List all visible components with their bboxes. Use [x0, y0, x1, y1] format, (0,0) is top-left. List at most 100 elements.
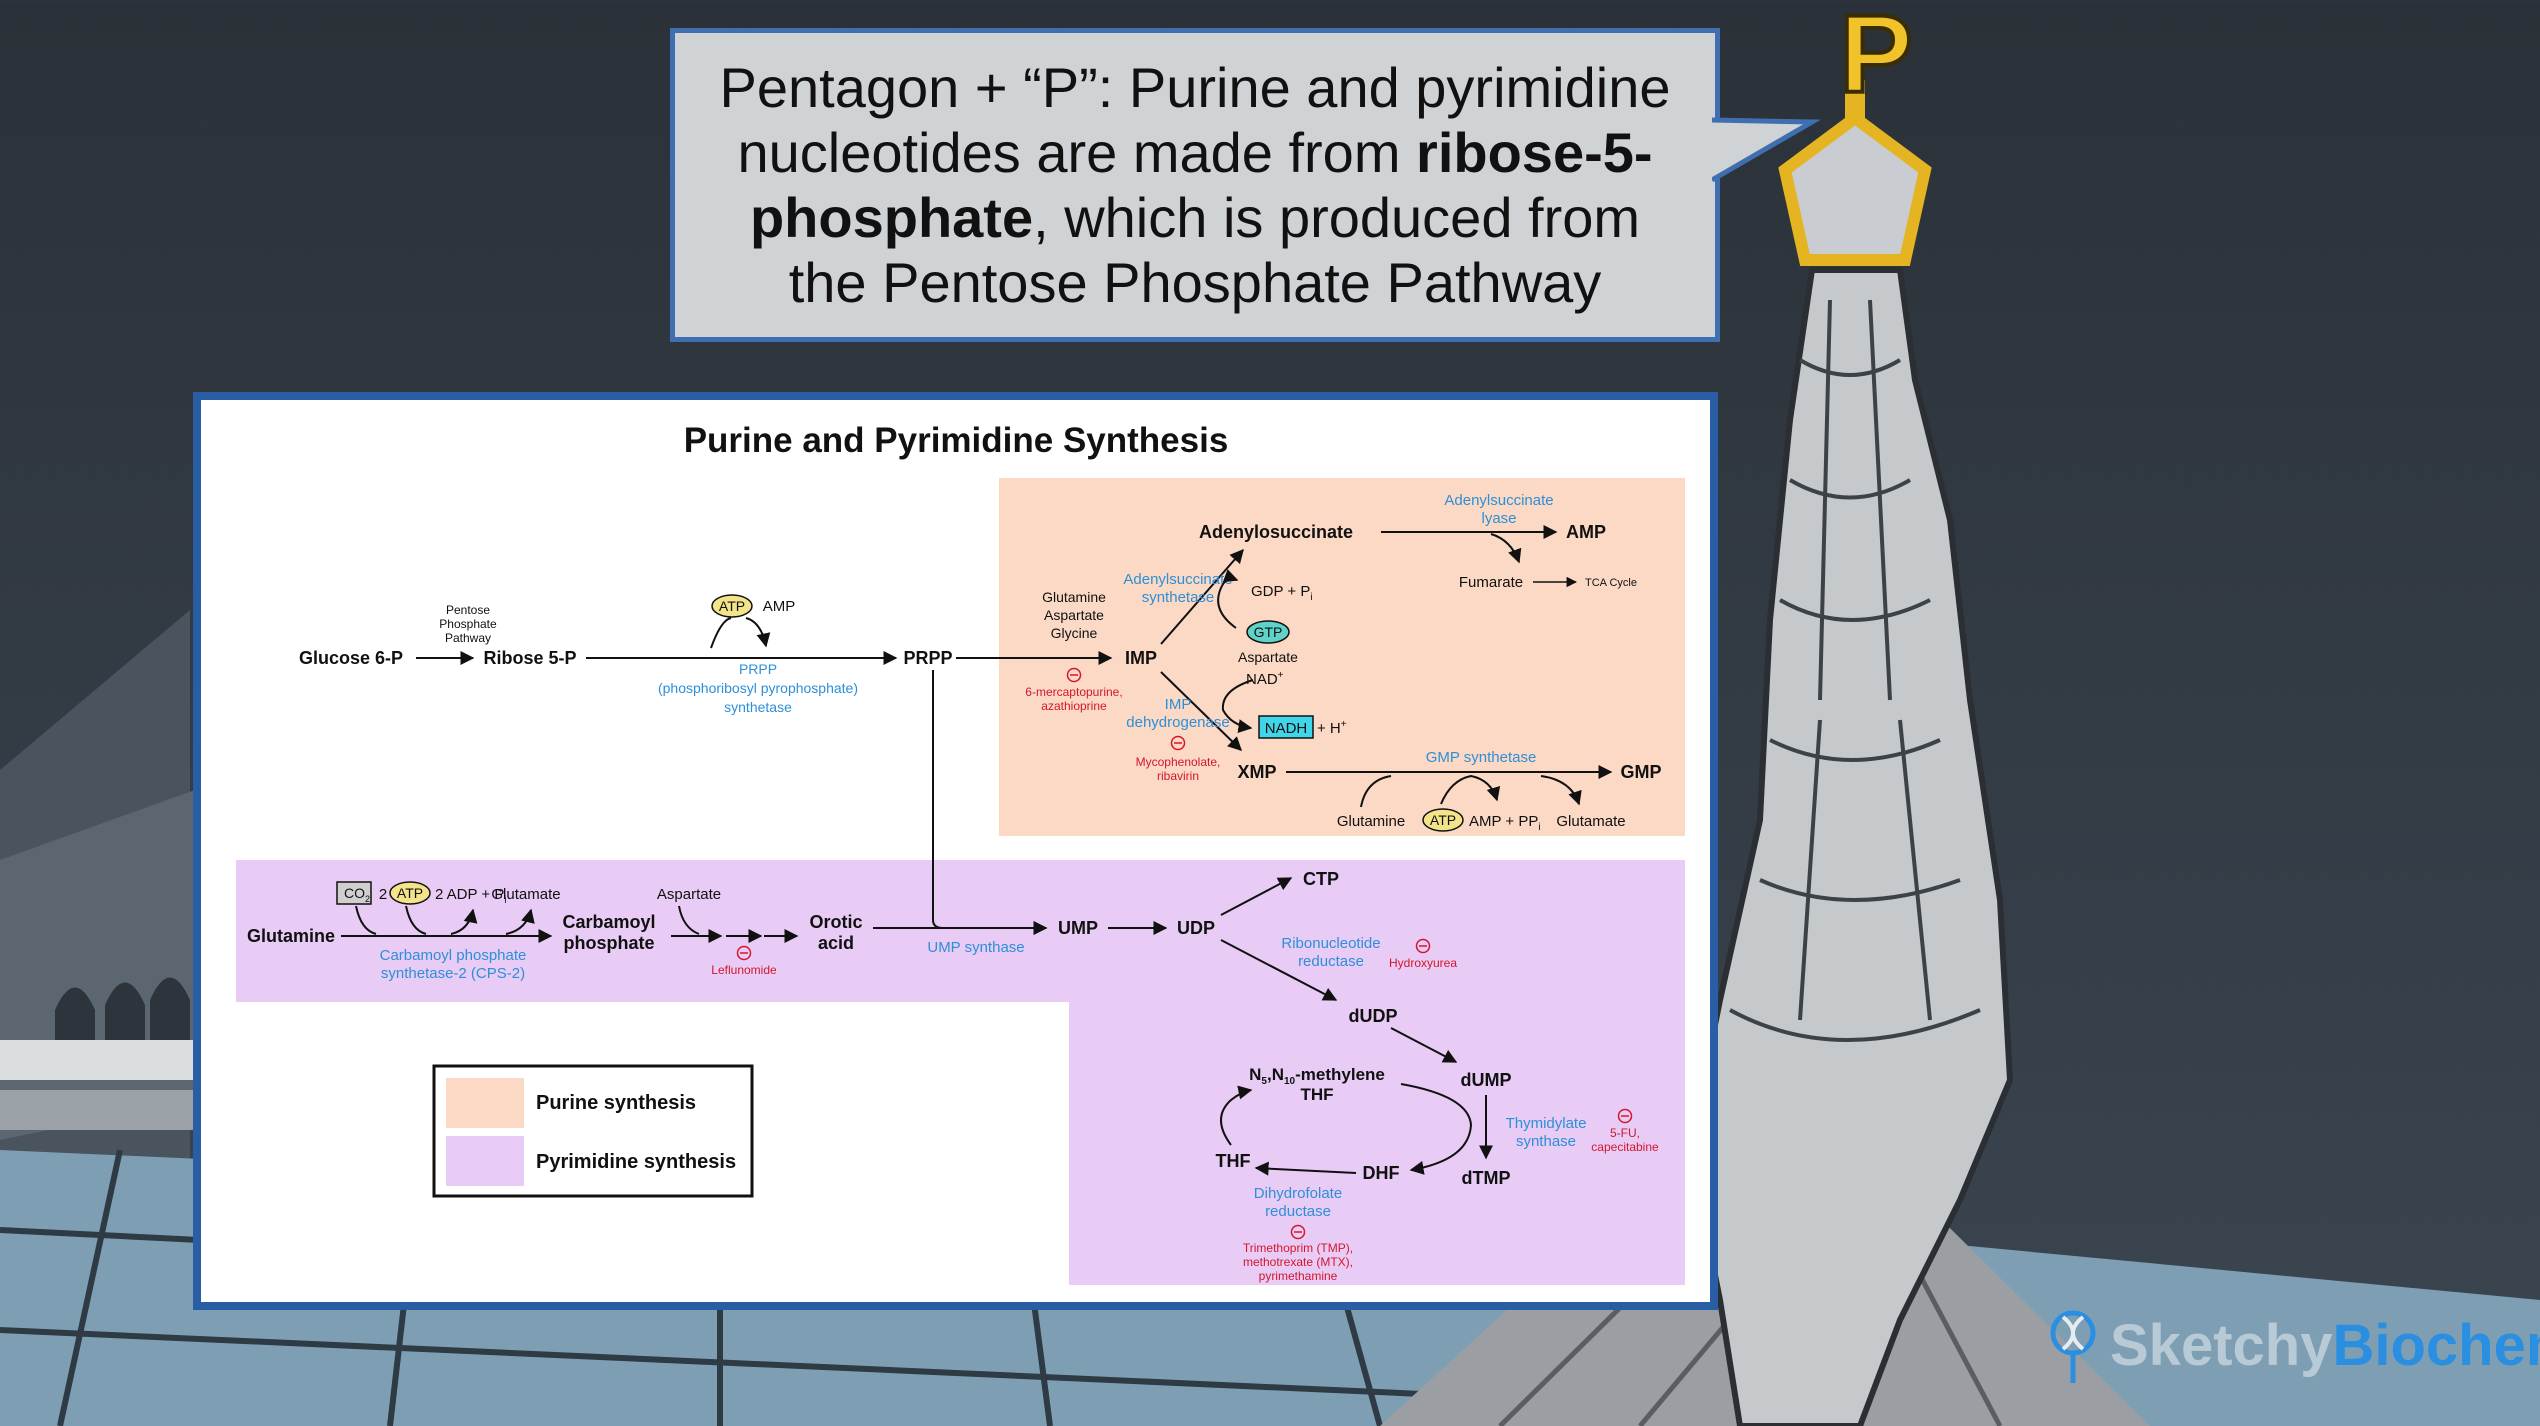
callout-line-1: Pentagon + “P”: Purine and pyrimidine [719, 56, 1671, 119]
dhfr-inhibitor-line-3: pyrimethamine [1259, 1269, 1338, 1283]
adp-curve [450, 908, 478, 935]
imp-dehydrogenase-line-2: dehydrogenase [1126, 714, 1229, 731]
glucose-6p-label: Glucose 6-P [299, 648, 403, 668]
orotic-line-2: acid [818, 933, 854, 953]
dhfr-line-1: Dihydrofolate [1254, 1185, 1342, 1202]
legend: Purine synthesis Pyrimidine synthesis [432, 1064, 754, 1198]
callout-line-2b: ribose-5- [1416, 121, 1653, 184]
atp-top-label: ATP [719, 598, 745, 614]
nad-curve [1221, 679, 1254, 734]
carbamoyl-line-1: Carbamoyl [562, 912, 655, 932]
atp-curve-in [710, 617, 732, 649]
hydroxyurea-label: Hydroxyurea [1389, 956, 1457, 970]
gmp-glutamate-label: Glutamate [1556, 813, 1625, 830]
orotic-line-1: Orotic [809, 912, 862, 932]
adp-pi-label: 2 ADP + Pi [435, 886, 507, 906]
adenylosuccinate-label: Adenylosuccinate [1199, 522, 1353, 542]
left-ledge-band [0, 1090, 200, 1130]
h-plus-label: + H+ [1317, 719, 1347, 737]
ump-synthase-label: UMP synthase [927, 939, 1024, 956]
ctp-label: CTP [1303, 869, 1339, 889]
callout-line-2a: nucleotides are made from [737, 121, 1417, 184]
udp-label: UDP [1177, 918, 1215, 938]
purine-input-aspartate: Aspartate [1044, 607, 1104, 623]
legend-purine-label: Purine synthesis [536, 1092, 696, 1114]
purine-input-glutamine: Glutamine [1042, 589, 1106, 605]
gmp-glutamine-label: Glutamine [1337, 813, 1405, 830]
tower-spire [1686, 267, 2014, 1426]
gmp-synthetase-label: GMP synthetase [1426, 749, 1537, 766]
nad-label: NAD+ [1246, 670, 1284, 688]
adenylosuccinate-lyase-line-1: Adenylsuccinate [1444, 492, 1553, 509]
ts-line-1: Thymidylate [1506, 1115, 1587, 1132]
arrow-thf-methylene [1220, 1085, 1253, 1146]
nadh-badge [1258, 715, 1314, 739]
cps2-line-2: synthetase-2 (CPS-2) [381, 965, 525, 982]
carbamoyl-line-2: phosphate [563, 933, 654, 953]
diagram-title: Purine and Pyrimidine Synthesis [684, 421, 1229, 460]
gmp-label: GMP [1620, 762, 1661, 782]
legend-swatch-pyrimidine [446, 1136, 524, 1186]
ribose-5p-label: Ribose 5-P [483, 648, 576, 668]
arrow-dhf-thf [1254, 1161, 1357, 1176]
amp-ppi-label: AMP + PPi [1469, 813, 1541, 833]
mycophenolate-line-2: ribavirin [1157, 769, 1199, 783]
fumarate-curve [1490, 533, 1522, 564]
inhibit-icon-mycophenolate [1170, 735, 1186, 751]
inhibitor-6mp-line-2: azathioprine [1041, 699, 1107, 713]
glutamine-curve-in [1360, 775, 1392, 808]
glutamate-curve-out [1540, 775, 1582, 806]
cps2-line-1: Carbamoyl phosphate [380, 947, 527, 964]
xmp-label: XMP [1237, 762, 1276, 782]
pentagon-finial [1778, 110, 1932, 266]
pyr-aspartate-label: Aspartate [657, 886, 721, 903]
dhfr-inhibitor-line-2: methotrexate (MTX), [1243, 1255, 1353, 1269]
co2-badge [336, 881, 372, 905]
glutamate-cps-curve [505, 908, 535, 935]
prpp-enzyme-line-2: (phosphoribosyl pyrophosphate) [658, 680, 858, 696]
callout-pointer [1712, 117, 1821, 183]
pathway-diagram: Purine and Pyrimidine Synthesis Glucose … [236, 421, 1685, 1285]
atp-curve-gmp [1440, 774, 1501, 805]
purine-input-glycine: Glycine [1051, 625, 1098, 641]
legend-swatch-purine [446, 1078, 524, 1128]
left-ledge [0, 1040, 200, 1080]
co2-label: CO2 [344, 885, 370, 904]
dtmp-label: dTMP [1462, 1168, 1511, 1188]
gtp-label: GTP [1254, 624, 1283, 640]
watermark-part-1: Sketchy [2110, 1312, 2333, 1378]
rnr-line-1: Ribonucleotide [1281, 935, 1380, 952]
atp-badge-top [711, 594, 753, 618]
callout-line-4: the Pentose Phosphate Pathway [788, 251, 1602, 314]
prpp-label: PRPP [903, 648, 952, 668]
inhibit-icon-6mp [1066, 667, 1082, 683]
inhibit-icon-methotrexate [1290, 1224, 1306, 1240]
sketchy-watermark: SketchyBiochem [2048, 1300, 2540, 1390]
amp-curve-out [745, 617, 771, 648]
callout-line-3a: phosphate [749, 186, 1034, 249]
cps-glutamate-label: Glutamate [491, 886, 560, 903]
aspartate-curve [678, 905, 700, 935]
thf-label: THF [1216, 1151, 1251, 1171]
tower-spire-details [1729, 299, 1981, 1042]
gtp-curve [1217, 569, 1239, 629]
pyrimidine-region [236, 860, 1685, 1285]
amp-purine-label: AMP [1566, 522, 1606, 542]
fumarate-label: Fumarate [1459, 574, 1523, 591]
dump-label: dUMP [1461, 1070, 1512, 1090]
leflunomide-label: Leflunomide [711, 963, 777, 977]
dhfr-line-2: reductase [1265, 1203, 1331, 1220]
ppp-line-2: Phosphate [439, 617, 497, 631]
left-building-windows [55, 977, 190, 1050]
cps-glutamine-label: Glutamine [247, 926, 335, 946]
adenylosuccinate-synthetase-line-2: synthetase [1142, 589, 1215, 606]
atp-badge-cps [389, 881, 431, 905]
arrow-imp-xmp [1160, 671, 1243, 751]
callout-box: Pentagon + “P”: Purine and pyrimidine nu… [670, 28, 1720, 342]
arrow-methylene-dhf [1400, 1083, 1473, 1175]
tower-letter-p: P [1839, 0, 1912, 116]
gtp-badge [1246, 620, 1290, 644]
rnr-line-2: reductase [1298, 953, 1364, 970]
arrow-udp-ctp [1220, 877, 1293, 916]
arrow-imp-adenylosuccinate [1160, 548, 1244, 645]
